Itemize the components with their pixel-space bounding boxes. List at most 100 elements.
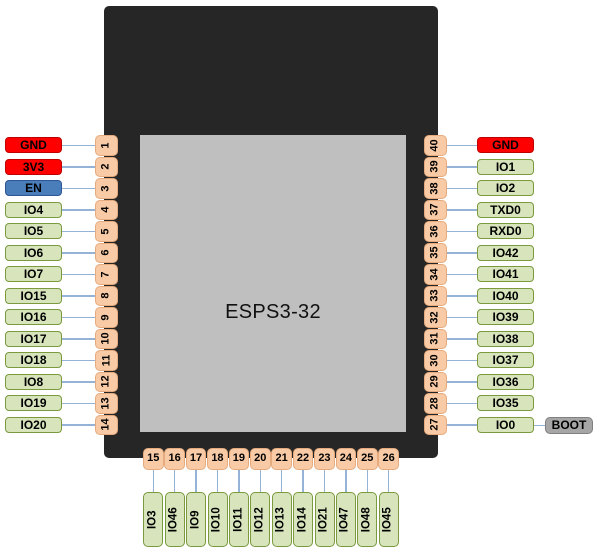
pin-wire: [387, 469, 390, 492]
pin-label-text: GND: [492, 138, 519, 153]
pin-label-text: IO14: [296, 507, 309, 532]
pin-label-text: IO41: [492, 267, 519, 282]
pin-label: GND: [477, 137, 534, 154]
pin-wire: [61, 402, 95, 405]
pin-label-text: IO7: [23, 267, 44, 282]
boot-tag: BOOT: [545, 417, 593, 434]
pin-label: EN: [5, 180, 62, 197]
pin-label-text: IO38: [492, 331, 519, 346]
pin-wire: [259, 469, 262, 492]
pin-wire: [447, 187, 477, 190]
pin-label-text: 3V3: [22, 159, 45, 174]
pin-wire: [447, 338, 477, 340]
pin-wire: [61, 359, 95, 362]
pin-label: IO15: [5, 287, 62, 304]
pin-label: IO6: [5, 244, 62, 261]
pin-label: IO12: [250, 492, 271, 547]
pin-label: IO18: [5, 352, 62, 369]
pin-label: IO48: [357, 492, 378, 547]
pin-label: IO36: [477, 373, 534, 390]
pin-label-text: IO3: [146, 510, 159, 529]
pin-label: IO37: [477, 352, 534, 369]
pin-wire: [447, 230, 477, 233]
boot-label-text: BOOT: [551, 418, 587, 433]
pin-label: IO7: [5, 266, 62, 283]
pin-wire: [447, 402, 477, 405]
pin-label-text: IO35: [492, 396, 519, 411]
pin-label-text: IO18: [20, 353, 47, 368]
pin-wire: [216, 469, 219, 492]
pin-wire: [61, 316, 95, 319]
pin-label-text: IO1: [495, 159, 516, 174]
pin-wire: [447, 166, 477, 168]
chip-title: ESPS3-32: [225, 301, 321, 323]
pin-label-text: TXD0: [490, 202, 521, 217]
pin-label: IO42: [477, 244, 534, 261]
pin-label: IO5: [5, 223, 62, 240]
pin-label-text: IO40: [492, 288, 519, 303]
pin-label-text: IO37: [492, 353, 519, 368]
pin-label: IO21: [314, 492, 335, 547]
pin-label: IO13: [271, 492, 292, 547]
pin-label: GND: [5, 137, 62, 154]
pin-label: IO2: [477, 180, 534, 197]
pin-label-text: IO20: [20, 417, 47, 432]
pin-wire: [61, 338, 95, 340]
pin-label-text: IO39: [492, 310, 519, 325]
pin-wire: [447, 424, 477, 426]
pin-label: IO14: [293, 492, 314, 547]
pin-wire: [447, 209, 477, 211]
pin-label-text: RXD0: [489, 224, 522, 239]
pin-wire: [61, 230, 95, 233]
pin-label-text: IO10: [210, 507, 223, 532]
pin-label: IO19: [5, 395, 62, 412]
pin-wire: [61, 273, 95, 276]
pin-label: IO3: [143, 492, 164, 547]
pin-label-text: IO42: [492, 245, 519, 260]
pin-label: IO17: [5, 330, 62, 347]
pin-label-text: IO2: [495, 181, 516, 196]
pin-label-text: IO36: [492, 374, 519, 389]
pin-wire: [447, 252, 477, 254]
pin-wire: [366, 469, 369, 492]
pin-wire: [61, 252, 95, 254]
pin-label: IO0: [477, 416, 534, 433]
pin-label-text: IO19: [20, 396, 47, 411]
pin-label-text: IO11: [232, 507, 245, 532]
pin-label: IO40: [477, 287, 534, 304]
pin-label: IO47: [335, 492, 356, 547]
pin-label: RXD0: [477, 223, 534, 240]
pin-label: IO1: [477, 158, 534, 175]
pin-wire: [61, 381, 95, 383]
pin-label: IO10: [207, 492, 228, 547]
pin-wire: [447, 381, 477, 383]
pin-label-text: IO6: [23, 245, 44, 260]
pin-wire: [447, 295, 477, 297]
pin-label-text: IO46: [167, 507, 180, 532]
pin-label: IO9: [186, 492, 207, 547]
pin-wire: [447, 316, 477, 319]
pin-wire: [195, 469, 197, 492]
chip-die: ESPS3-32: [140, 135, 406, 432]
pin-label: IO4: [5, 201, 62, 218]
pin-wire: [61, 187, 95, 190]
pin-label: IO46: [164, 492, 185, 547]
pin-label: IO8: [5, 373, 62, 390]
pin-wire: [238, 469, 240, 492]
pin-label: IO20: [5, 416, 62, 433]
pin-label-text: IO0: [495, 417, 516, 432]
pin-label-text: EN: [25, 181, 42, 196]
pin-wire: [447, 144, 477, 147]
pin-wire: [280, 469, 283, 492]
pin-label: IO11: [228, 492, 249, 547]
pin-label-text: IO21: [317, 507, 330, 532]
pin-label-text: IO16: [20, 310, 47, 325]
pin-label-text: IO17: [20, 331, 47, 346]
pin-label-text: IO45: [381, 507, 394, 532]
pin-label-text: IO48: [360, 507, 373, 532]
pin-wire: [302, 469, 304, 492]
pin-wire: [61, 424, 95, 426]
pin-label: TXD0: [477, 201, 534, 218]
pin-wire: [61, 295, 95, 297]
